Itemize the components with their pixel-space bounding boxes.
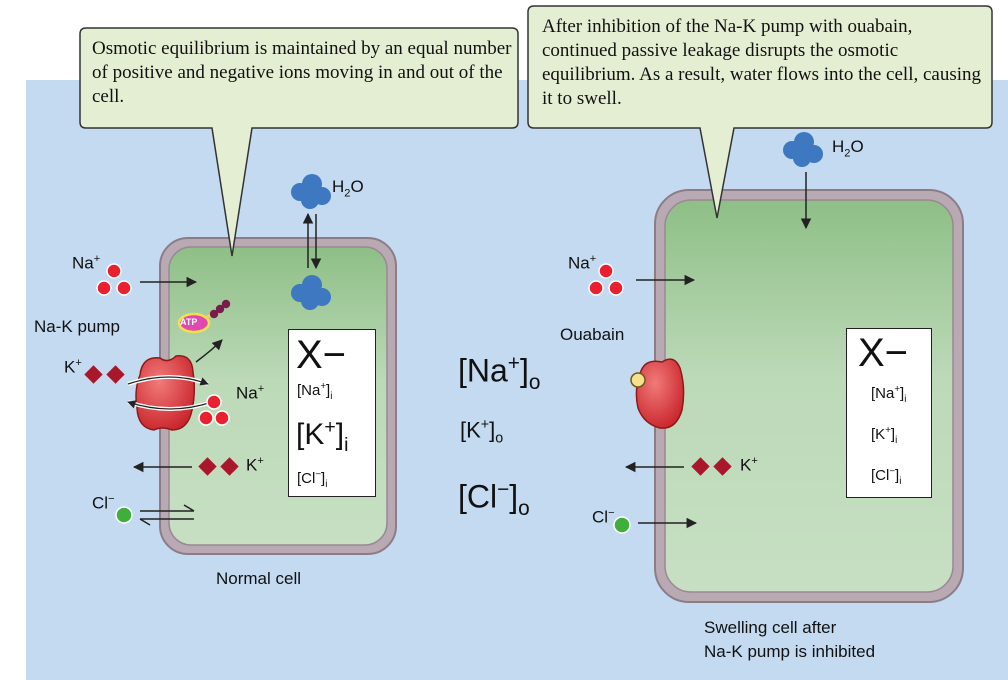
potassium-ions-inside-left xyxy=(198,457,239,476)
water-label-left: H2O xyxy=(332,177,364,200)
potassium-label-outside-left: K+ xyxy=(64,357,82,377)
na-inside-label-left: [Na+]i xyxy=(297,381,333,402)
cl-outside-label: [Cl−]o xyxy=(458,478,530,521)
chloride-label-left: Cl− xyxy=(92,493,115,513)
ouabain-label: Ouabain xyxy=(560,325,625,344)
potassium-label-inside-right: K+ xyxy=(740,455,758,475)
cl-inside-label-left: [Cl−]i xyxy=(297,469,328,490)
anion-label-right: X− xyxy=(858,331,909,375)
chloride-ion-right xyxy=(613,516,631,534)
k-inside-label-right: [K+]i xyxy=(871,425,898,446)
chloride-ion-left xyxy=(115,506,133,524)
swelling-cell-caption-line2: Na-K pump is inhibited xyxy=(704,642,876,661)
na-k-pump-label: Na-K pump xyxy=(34,317,120,336)
potassium-label-inside-left: K+ xyxy=(246,455,264,475)
na-k-pump xyxy=(135,355,196,431)
callout-left-text: Osmotic equilibrium is maintained by an … xyxy=(92,38,512,107)
sodium-ions-pumped-left xyxy=(198,394,230,426)
callout-right-text: After inhibition of the Na-K pump with o… xyxy=(542,16,982,109)
swelling-cell-caption-line1: Swelling cell after xyxy=(704,618,837,637)
inhibited-na-k-pump xyxy=(635,358,685,429)
water-molecule-inside-left xyxy=(291,275,331,310)
sodium-ions-outside-right xyxy=(588,263,624,296)
chloride-equilibrium-arrows xyxy=(140,504,195,512)
cl-inside-label-right: [Cl−]i xyxy=(871,466,902,487)
atp-label: ATP xyxy=(180,317,198,327)
intracellular-concentration-box-left xyxy=(288,329,376,497)
normal-cell-caption: Normal cell xyxy=(216,569,302,588)
na-inside-label-right: [Na+]i xyxy=(871,384,907,405)
atp-molecule xyxy=(177,299,231,334)
anion-label-left: X− xyxy=(296,333,347,377)
potassium-ions-outside-left xyxy=(84,365,125,384)
water-label-right: H2O xyxy=(832,137,864,160)
intracellular-concentration-box-right xyxy=(846,328,932,498)
callout-left-bubble xyxy=(79,27,519,257)
chloride-label-right: Cl− xyxy=(592,507,615,527)
potassium-ions-inside-right xyxy=(691,457,732,476)
sodium-label-pumped-left: Na+ xyxy=(236,383,265,403)
callout-right-bubble xyxy=(527,5,993,219)
k-inside-label-left: [K+]i xyxy=(296,416,349,456)
sodium-label-outside-right: Na+ xyxy=(568,253,597,273)
adp-release-arrow xyxy=(195,339,223,363)
ouabain-molecule xyxy=(630,372,646,388)
water-molecule-outside-left xyxy=(291,174,331,209)
na-outside-label: [Na+]o xyxy=(458,352,541,395)
sodium-ions-outside-left xyxy=(96,263,132,296)
water-molecule-outside-right xyxy=(783,132,823,167)
k-outside-label: [K+]o xyxy=(460,417,504,447)
sodium-label-outside-left: Na+ xyxy=(72,253,101,273)
